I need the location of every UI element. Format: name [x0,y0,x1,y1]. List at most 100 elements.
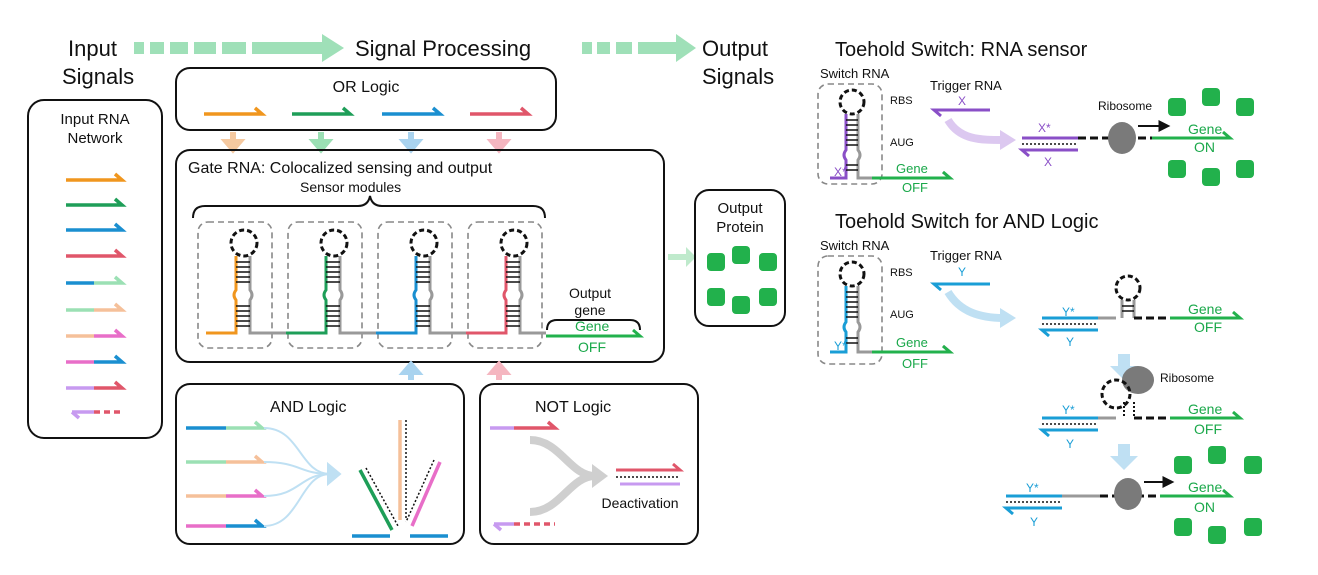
stage1-ystar-label: Y* [1062,305,1075,319]
and-stem-blue [830,286,848,354]
sensor-activated-complex: X* X Ribosome Gene ON [1017,99,1235,169]
and-trigger-curve [944,289,1005,322]
trigger-curve [944,117,1005,144]
dashed-arrow-output [582,34,696,62]
and-logic-title: AND Logic [270,399,346,416]
stage2-y-label: Y [1066,437,1074,451]
sensor-module-red [466,221,546,349]
trigger-arrow [1000,130,1016,150]
output-gene-label: Output [569,285,611,301]
output-protein-box [694,189,786,327]
dashed-arrow-input [134,34,344,62]
input-rna-list [66,172,127,420]
trigger-rna-strand [929,108,990,118]
and-logic-complex [352,420,448,538]
not-logic-title: NOT Logic [535,399,611,416]
and-switch-rna-box [817,255,883,365]
stage1-off-label: OFF [1194,319,1222,335]
and-aug-label: AUG [890,309,914,321]
and-stage-1: Y* Y Gene OFF [1037,274,1245,349]
gene-label: Gene [575,318,609,334]
sensor-off-label: OFF [902,180,928,195]
and-logic-box [175,383,465,545]
and-stem-pairs [846,291,858,344]
sensor-gene-strand [872,170,955,180]
and-logic-merge-lines [263,427,342,527]
and-switch-rna-label: Switch RNA [820,238,890,253]
sensor-on-label: ON [1194,139,1215,155]
toehold-and-title: Toehold Switch for AND Logic [835,211,1098,233]
output-signals-label-2: Signals [702,64,774,89]
sensor-modules-brace [192,195,546,219]
protein-cluster [707,246,777,314]
trigger-x-label: X [958,94,966,108]
sensor-hairpin-loop [838,88,866,116]
not-to-gate-arrow [486,360,512,380]
and-to-gate-arrow [398,360,424,380]
output-signals-label: Output [702,36,768,61]
sensor-module-green [286,221,376,349]
sensor-ribosome-label: Ribosome [1098,99,1152,113]
activated-x-label: X [1044,155,1052,169]
sensor-on-gene-label: Gene [1188,121,1222,137]
sensor-xstar-label: X* [834,165,847,179]
not-logic-arrow [592,464,608,488]
and-trigger-strand [929,282,990,292]
switch-rna-box [817,83,883,185]
or-to-gate-arrows [220,132,512,154]
stage2-ystar-label: Y* [1062,403,1075,417]
and-stage-2: Ribosome Y* Y Gene OFF [1037,366,1245,451]
and-down-arrow-1 [1110,354,1138,380]
gate-rna-title: Gate RNA: Colocalized sensing and output [188,160,493,177]
sensor-protein-cluster [1168,88,1254,186]
and-rbs-label: RBS [890,267,913,279]
and-gene-strand [872,344,955,354]
gate-rna-box [175,149,665,363]
and-logic-inputs [186,420,267,528]
sensor-module-blue [376,221,466,349]
and-down-arrow-2 [1110,444,1138,470]
activated-xstar-label: X* [1038,121,1051,135]
output-protein-title-2: Protein [716,219,764,236]
stage1-y-label: Y [1066,335,1074,349]
input-signals-label-2: Signals [62,64,134,89]
or-logic-box [175,67,557,131]
sensor-gene-label: Gene [896,161,928,176]
or-logic-inputs [204,106,533,116]
stage3-ystar-label: Y* [1026,481,1039,495]
sensor-module-orange [197,221,286,349]
and-trigger-arrow [1000,308,1016,328]
not-logic-duplex [616,462,685,486]
output-gene-brace [546,319,641,331]
input-network-box [27,99,163,439]
sensor-modules-label: Sensor modules [300,179,401,195]
and-off-label: OFF [902,356,928,371]
stage3-y-label: Y [1030,515,1038,529]
and-hairpin-loop [838,260,866,288]
sensor-stem-purple [830,114,848,180]
or-logic-title: OR Logic [333,79,400,96]
sensor-aug-label: AUG [890,137,914,149]
sensor-stem-pairs [846,119,858,171]
and-trigger-y-label: Y [958,265,966,279]
sensor-rbs-label: RBS [890,95,913,107]
and-ystar-label: Y* [834,339,847,353]
stage2-gene-label: Gene [1188,401,1222,417]
gene-strand [546,328,645,338]
output-protein-title: Output [717,200,763,217]
and-protein-cluster [1174,446,1262,544]
stage3-gene-label: Gene [1188,479,1222,495]
output-gene-label-2: gene [574,302,605,318]
and-stem-gray [856,286,955,354]
and-trigger-rna-label: Trigger RNA [930,248,1002,263]
not-logic-inputs [490,420,560,532]
switch-rna-label: Switch RNA [820,66,890,81]
not-logic-box [479,383,699,545]
gene-off-label: OFF [578,339,606,355]
input-signals-label: Input [68,36,117,61]
stage2-off-label: OFF [1194,421,1222,437]
stage1-gene-label: Gene [1188,301,1222,317]
sensor-stem-gray [856,114,955,180]
gate-to-protein-arrow [668,247,696,267]
